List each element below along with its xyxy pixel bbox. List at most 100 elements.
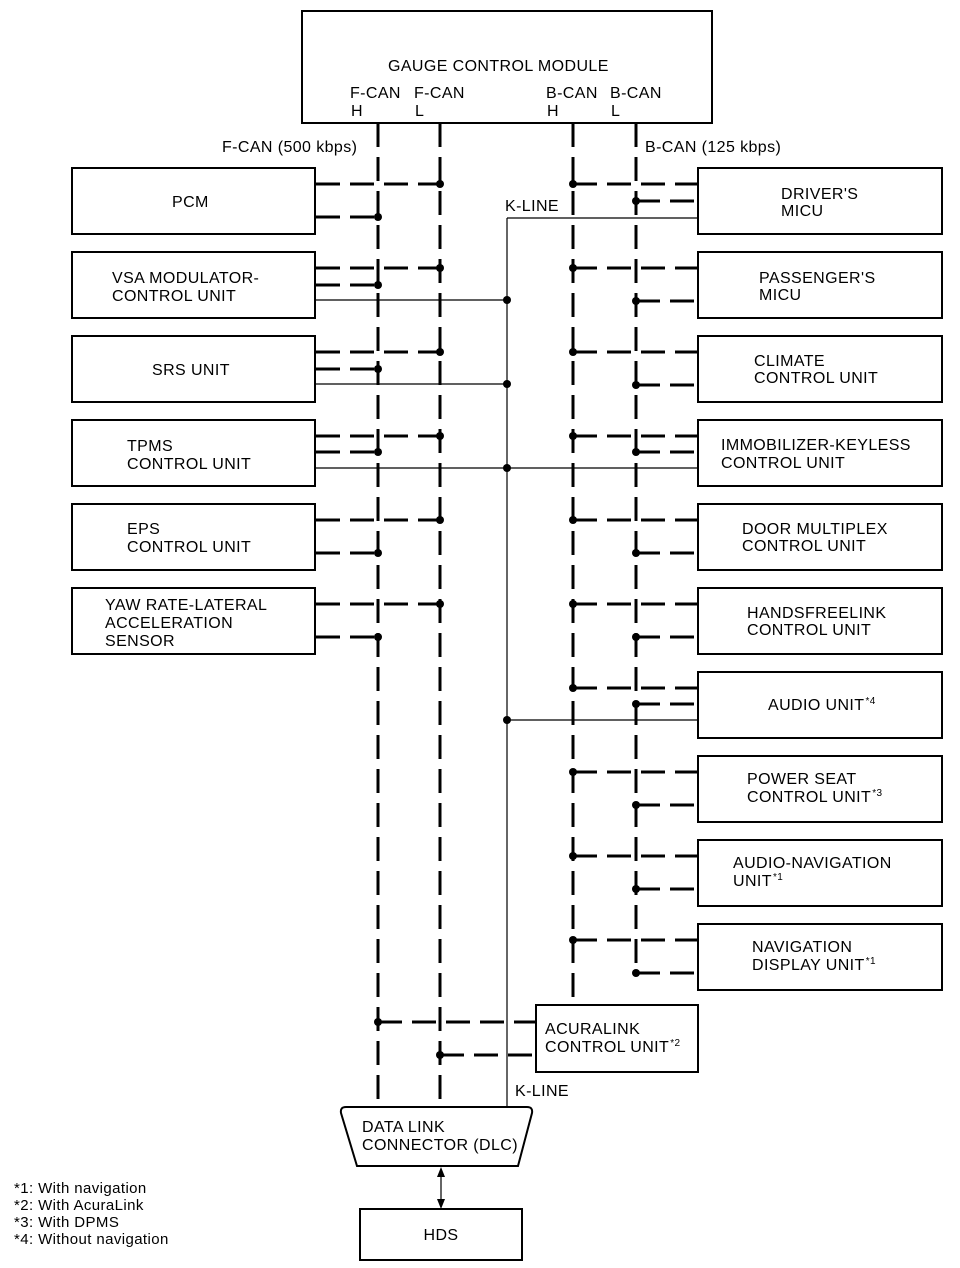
unit-box xyxy=(697,755,943,823)
wiring-layer xyxy=(316,123,697,1202)
unit-label-line: CONTROL UNIT xyxy=(127,456,251,473)
unit-label-text: CONTROL UNIT xyxy=(747,789,871,806)
port-label-level: L xyxy=(611,103,620,120)
junction-dot xyxy=(436,432,444,440)
unit-pcm: PCM xyxy=(71,167,316,235)
unit-label-text: SRS UNIT xyxy=(152,362,230,379)
unit-box xyxy=(697,839,943,907)
unit-label-line: DATA LINK xyxy=(362,1119,445,1136)
arrow-down-icon xyxy=(437,1199,445,1209)
junction-dot xyxy=(569,180,577,188)
unit-label-text: DRIVER'S xyxy=(781,186,858,203)
unit-label-text: PASSENGER'S xyxy=(759,270,876,287)
unit-label-line: CONTROL UNIT xyxy=(747,622,871,639)
footnote: *2: With AcuraLink xyxy=(14,1197,144,1214)
unit-label-text: CONTROL UNIT xyxy=(747,622,871,639)
unit-label-text: YAW RATE-LATERAL xyxy=(105,597,267,614)
unit-box xyxy=(697,923,943,991)
junctions-layer xyxy=(374,180,640,1209)
unit-srs-unit: SRS UNIT xyxy=(71,335,316,403)
unit-label-line: SRS UNIT xyxy=(152,362,230,379)
unit-label-line: CONTROL UNIT xyxy=(742,538,866,555)
unit-label-text: HANDSFREELINK xyxy=(747,605,886,622)
arrow-up-icon xyxy=(437,1167,445,1177)
junction-dot xyxy=(569,768,577,776)
unit-label-line: CONTROL UNIT xyxy=(127,539,251,556)
unit-box xyxy=(697,251,943,319)
unit-box xyxy=(697,419,943,487)
unit-label-line: YAW RATE-LATERAL xyxy=(105,597,267,614)
junction-dot xyxy=(569,684,577,692)
unit-label-text: CONNECTOR (DLC) xyxy=(362,1137,518,1154)
unit-hds: HDS xyxy=(359,1208,523,1261)
unit-label-text: DOOR MULTIPLEX xyxy=(742,521,888,538)
unit-box xyxy=(697,167,943,235)
unit-label-text: ACURALINK xyxy=(545,1021,640,1038)
unit-label-text: EPS xyxy=(127,521,160,538)
junction-dot xyxy=(569,432,577,440)
unit-label-line: DISPLAY UNIT*1 xyxy=(752,956,876,974)
footnote: *4: Without navigation xyxy=(14,1231,169,1248)
junction-dot xyxy=(436,180,444,188)
labels-layer: F-CAN (500 kbps)B-CAN (125 kbps)K-LINEK-… xyxy=(14,139,781,1248)
unit-label-line: CONTROL UNIT*3 xyxy=(747,788,883,806)
junction-dot xyxy=(569,936,577,944)
junction-dot xyxy=(632,549,640,557)
junction-dot xyxy=(374,549,382,557)
unit-label-text: CONTROL UNIT xyxy=(545,1039,669,1056)
junction-dot xyxy=(436,1051,444,1059)
unit-label-text: SENSOR xyxy=(105,633,175,650)
unit-label-text: CLIMATE xyxy=(754,353,825,370)
gauge-control-module: GAUGE CONTROL MODULEF-CANHF-CANLB-CANHB-… xyxy=(301,10,713,124)
junction-dot xyxy=(503,716,511,724)
port-label-bus: F-CAN xyxy=(414,85,465,102)
unit-label-line: UNIT*1 xyxy=(733,872,783,890)
unit-label-line: CONTROL UNIT xyxy=(721,455,845,472)
junction-dot xyxy=(569,852,577,860)
unit-label-text: CONTROL UNIT xyxy=(754,370,878,387)
unit-label-line: CONTROL UNIT*2 xyxy=(545,1038,681,1056)
port-label-level: H xyxy=(351,103,363,120)
port-label-level: L xyxy=(415,103,424,120)
junction-dot xyxy=(632,633,640,641)
unit-label-line: CONTROL UNIT xyxy=(754,370,878,387)
unit-label-line: DRIVER'S xyxy=(781,186,858,203)
unit-label-text: TPMS xyxy=(127,438,173,455)
f-can-speed-label: F-CAN (500 kbps) xyxy=(222,139,357,156)
unit-label-text: CONTROL UNIT xyxy=(127,539,251,556)
unit-label-text: AUDIO UNIT xyxy=(768,697,864,714)
unit-label-text: DATA LINK xyxy=(362,1119,445,1136)
unit-box xyxy=(697,671,943,739)
unit-box xyxy=(71,167,316,235)
unit-label-line: ACURALINK xyxy=(545,1021,640,1038)
hds-label: HDS xyxy=(424,1227,459,1244)
port-label-bus: B-CAN xyxy=(546,85,598,102)
unit-label-text: PCM xyxy=(172,194,209,211)
unit-box xyxy=(71,251,316,319)
unit-label-text: MICU xyxy=(759,287,801,304)
units-layer: GAUGE CONTROL MODULEF-CANHF-CANLB-CANHB-… xyxy=(71,10,943,1261)
unit-label-text: IMMOBILIZER-KEYLESS xyxy=(721,437,911,454)
junction-dot xyxy=(503,464,511,472)
junction-dot xyxy=(632,801,640,809)
footnote: *1: With navigation xyxy=(14,1180,147,1197)
unit-box xyxy=(71,587,316,655)
dlc-connector-shape xyxy=(339,1106,534,1167)
unit-label-line: POWER SEAT xyxy=(747,771,857,788)
unit-label-line: NAVIGATION xyxy=(752,939,852,956)
unit-box xyxy=(697,335,943,403)
footnote-marker: *2 xyxy=(670,1038,680,1049)
junction-dot xyxy=(436,600,444,608)
unit-label-line: ACCELERATION xyxy=(105,615,233,632)
